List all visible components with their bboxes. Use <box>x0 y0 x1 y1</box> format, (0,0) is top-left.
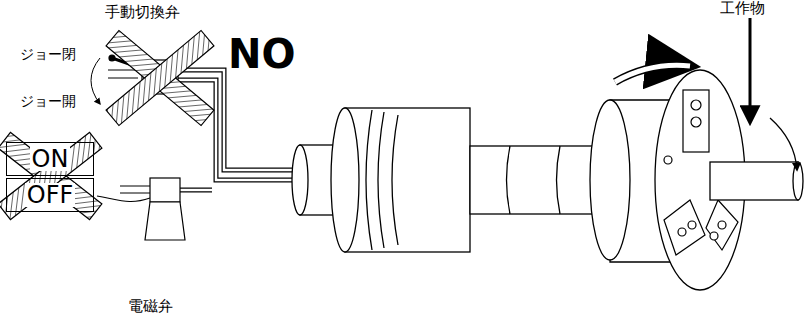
spindle <box>292 70 745 290</box>
part-name: 工作物 <box>720 0 765 17</box>
switch-label: OFF <box>25 183 76 207</box>
prohibit-cross <box>0 132 102 219</box>
part-name: 電磁弁 <box>128 298 173 315</box>
part-name: 手動切換弁 <box>105 4 180 21</box>
workpiece <box>710 162 803 200</box>
prohibit-cross <box>106 30 214 125</box>
switch-position-box: OFF <box>6 178 94 212</box>
solenoid-valve <box>97 178 185 240</box>
lever-arc <box>91 58 100 104</box>
position-label: ジョー開 <box>20 94 76 109</box>
workpiece-arrow <box>749 18 752 122</box>
switch-label: ON <box>30 147 71 171</box>
rotation-arrow <box>615 65 690 82</box>
hydraulic-pipes <box>178 70 300 190</box>
rotation-arrow <box>615 65 690 82</box>
warning-mark: NO <box>228 32 295 76</box>
position-label: ジョー閉 <box>20 47 76 62</box>
switch-position-box: ON <box>6 142 94 176</box>
rotation-arrow <box>770 118 797 170</box>
